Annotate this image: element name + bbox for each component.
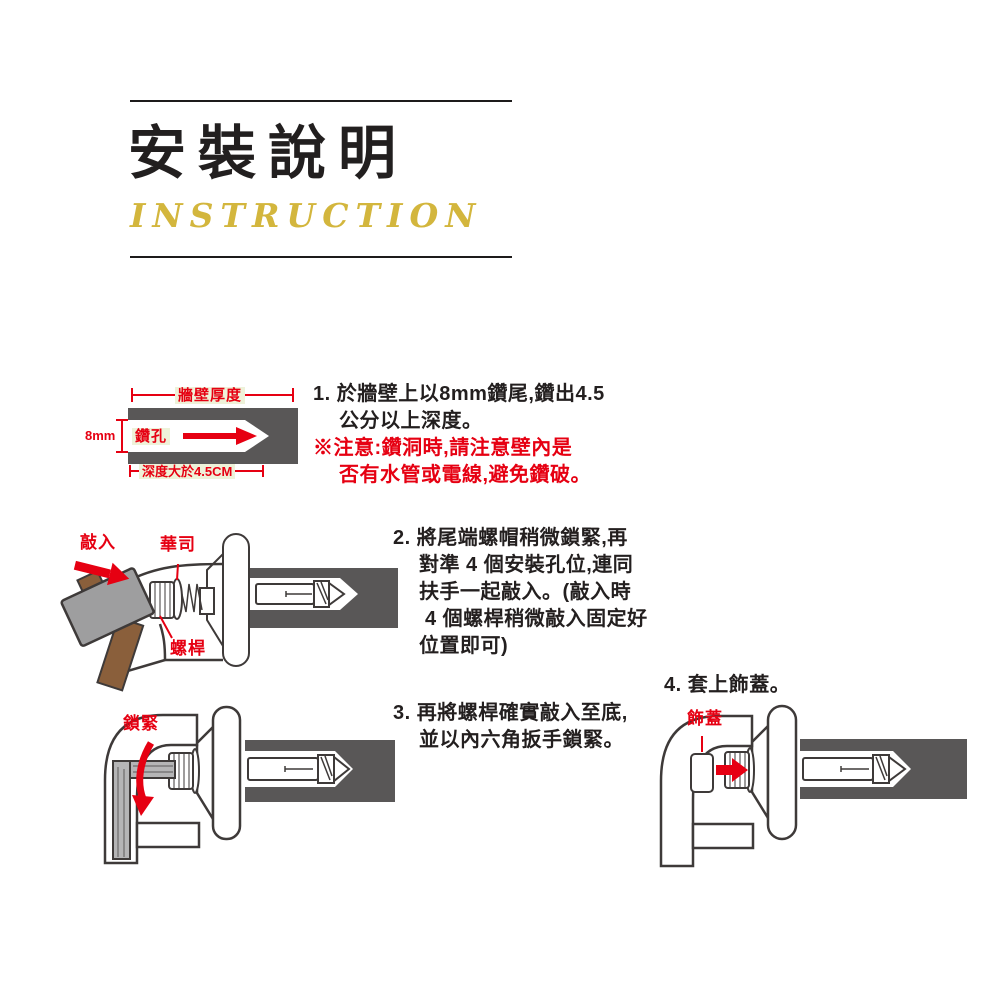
- cover-install-illustration: [659, 704, 967, 868]
- washer-leader-line: [176, 563, 179, 581]
- depth-label: 深度大於4.5CM: [139, 464, 236, 479]
- step2-line: 扶手一起敲入。(敲入時: [419, 581, 632, 603]
- drill-hole-label: 鑽孔: [132, 428, 171, 445]
- hammer: [60, 567, 155, 692]
- anchor-bolt-detail: [840, 755, 888, 781]
- step2-text: 2. 將尾端螺帽稍微鎖緊,再 對準 4 個安裝孔位,連同 扶手一起敲入。(敲入時…: [393, 525, 648, 660]
- step3-tighten-diagram: 鎖緊: [85, 695, 400, 867]
- diameter-measure: [116, 419, 128, 453]
- step2-line: 位置即可): [419, 635, 509, 657]
- step1-text: 1. 於牆壁上以8mm鑽尾,鑽出4.5 公分以上深度。 ※注意:鑽洞時,請注意壁…: [313, 381, 605, 489]
- decorative-cover: [690, 753, 714, 793]
- anchor-bolt: [247, 754, 351, 784]
- screw-rod-leader-line: [159, 615, 173, 639]
- anchor-bolt-detail: [284, 755, 333, 781]
- hammer-head: [60, 567, 155, 647]
- knurled-nut: [149, 581, 175, 619]
- hex-key-illustration: [103, 705, 395, 865]
- step2-line: 對準 4 個安裝孔位,連同: [419, 554, 634, 576]
- page-subtitle: INSTRUCTION: [130, 196, 483, 235]
- step4-line: 4. 套上飾蓋。: [664, 674, 791, 696]
- step4-text: 4. 套上飾蓋。: [664, 672, 790, 699]
- step1-drill-diagram: 牆壁厚度 8mm 鑽孔 深度大於4.5CM: [85, 378, 310, 490]
- step1-line: 1. 於牆壁上以8mm鑽尾,鑽出4.5: [313, 383, 605, 405]
- knock-in-label: 敲入: [80, 533, 116, 552]
- bracket-body: [659, 704, 798, 868]
- cover-label: 飾蓋: [687, 709, 723, 728]
- step2-hammer-diagram: 敲入 華司 螺桿: [60, 520, 405, 692]
- step3-line: 並以內六角扳手鎖緊。: [419, 729, 624, 751]
- tighten-label: 鎖緊: [123, 714, 159, 733]
- drill-diameter-label: 8mm: [85, 428, 116, 443]
- page-title: 安裝說明: [128, 119, 409, 187]
- wall-thickness-label: 牆壁厚度: [175, 387, 246, 404]
- header-bottom-rule: [130, 256, 512, 258]
- step2-line: 2. 將尾端螺帽稍微鎖緊,再: [393, 527, 628, 549]
- washer-label: 華司: [160, 535, 196, 554]
- step3-text: 3. 再將螺桿確實敲入至底, 並以內六角扳手鎖緊。: [393, 700, 628, 754]
- drill-direction-arrow-head: [236, 427, 257, 445]
- spring-coil: [179, 583, 203, 613]
- step1-note-line: ※注意:鑽洞時,請注意壁內是: [313, 437, 573, 459]
- push-on-arrow: [716, 758, 748, 782]
- anchor-bolt-detail: [285, 581, 329, 605]
- header-top-rule: [130, 100, 512, 102]
- step1-note-line: 否有水管或電線,避免鑽破。: [339, 464, 592, 486]
- knock-in-arrow: [73, 560, 130, 586]
- step1-line: 公分以上深度。: [339, 410, 483, 432]
- rotate-arrow: [132, 741, 155, 816]
- hammer-install-illustration: [60, 533, 398, 692]
- step3-line: 3. 再將螺桿確實敲入至底,: [393, 702, 628, 724]
- step4-cover-diagram: 飾蓋: [645, 696, 967, 868]
- step2-line: 4 個螺桿稍微敲入固定好: [425, 608, 648, 630]
- bracket-flange: [199, 533, 250, 667]
- anchor-bolt: [802, 754, 907, 784]
- screw-rod-label: 螺桿: [170, 639, 206, 658]
